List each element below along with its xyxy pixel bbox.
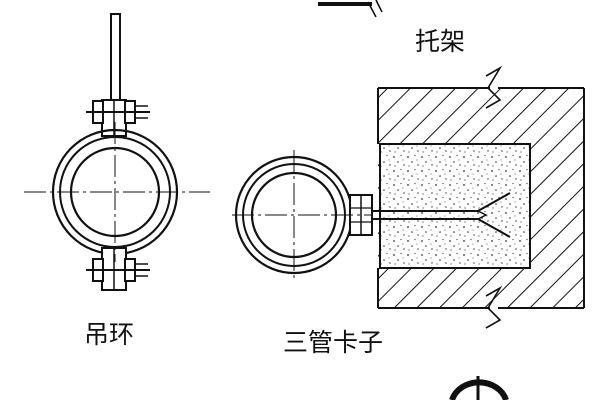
bracket-label: 托架 xyxy=(415,27,465,56)
clamp-centerlines xyxy=(232,150,372,282)
hanging-ring xyxy=(24,13,210,291)
upper-bolt xyxy=(86,100,150,124)
partial-figure-bottom xyxy=(449,376,509,400)
bracket-fragment xyxy=(318,0,383,18)
wall-section xyxy=(377,65,585,329)
ring-centerlines xyxy=(24,122,210,262)
concrete-infill xyxy=(379,143,531,269)
three-pipe-clamp xyxy=(232,150,511,282)
hanging-ring-label: 吊环 xyxy=(84,320,134,349)
top-break-mark xyxy=(485,65,503,109)
three-pipe-clamp-label: 三管卡子 xyxy=(283,328,383,357)
bottom-break-mark xyxy=(485,285,503,329)
lower-bolt xyxy=(86,258,150,282)
